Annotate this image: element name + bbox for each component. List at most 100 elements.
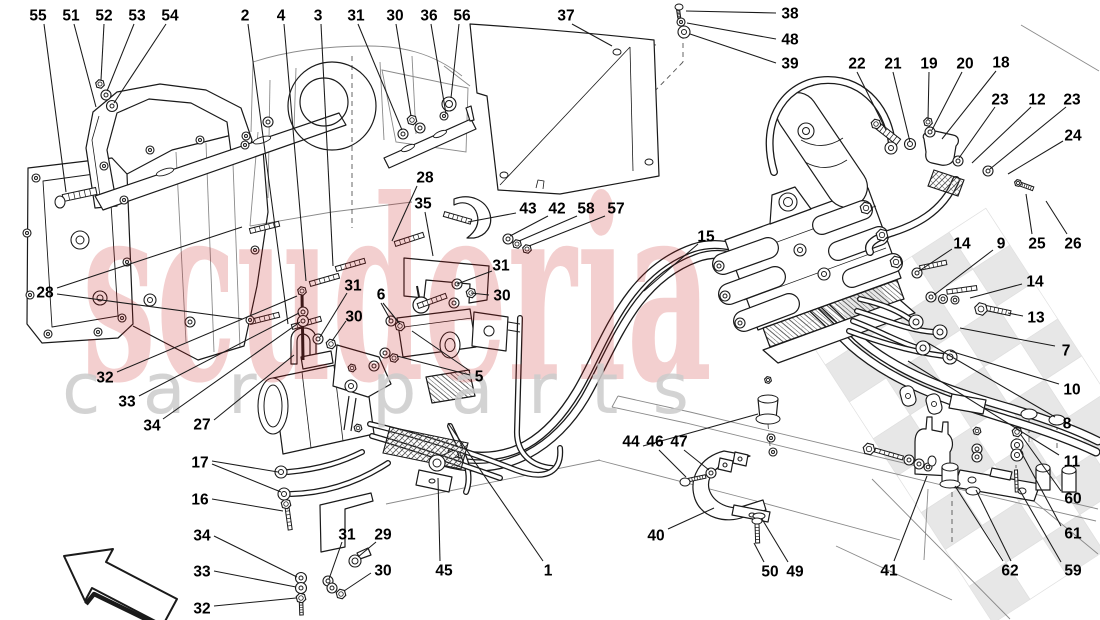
stud-bolt <box>875 122 902 146</box>
washer-icon <box>716 263 722 269</box>
part-label-29: 29 <box>374 527 392 544</box>
stud-threads <box>254 313 275 324</box>
structure-line <box>871 478 1011 620</box>
hose-core <box>286 450 364 474</box>
part-label-36: 36 <box>420 8 438 25</box>
part-label-11: 11 <box>1064 454 1081 471</box>
leader-line <box>918 248 953 272</box>
washer-icon <box>243 143 247 147</box>
part-label-22: 22 <box>848 56 865 73</box>
nut-icon <box>889 255 903 269</box>
leader-line <box>247 23 289 325</box>
stud-threads <box>691 475 704 482</box>
leader-line <box>430 23 447 115</box>
part-outline <box>989 467 1013 481</box>
washer-icon <box>298 585 304 591</box>
watermark-brand-text: scuderia <box>82 144 712 438</box>
washer-icon <box>783 197 793 207</box>
leader-line <box>56 226 243 289</box>
structure-line <box>611 406 1097 522</box>
part-detail <box>1020 408 1038 420</box>
washer-icon <box>679 20 683 24</box>
leader-line <box>113 23 167 104</box>
washer-icon <box>102 164 106 168</box>
hose-outline <box>285 449 365 475</box>
part-label-33: 33 <box>193 564 211 581</box>
stud-bolt <box>416 292 448 309</box>
part-detail <box>679 477 691 487</box>
washer-icon <box>278 469 284 475</box>
washer-icon <box>325 578 331 584</box>
nut-icon <box>389 353 399 363</box>
part-detail <box>1048 414 1066 426</box>
nut-icon <box>406 114 418 126</box>
part-label-51: 51 <box>62 8 80 25</box>
part-label-59: 59 <box>1064 563 1082 580</box>
leader-line <box>211 498 284 512</box>
hose-core <box>515 316 554 470</box>
nut-icon <box>349 365 355 371</box>
part-label-1: 1 <box>544 563 553 580</box>
part-label-32: 32 <box>193 601 210 618</box>
stud-bolt <box>754 523 761 544</box>
leader-line <box>1045 200 1068 235</box>
washer-icon <box>244 134 248 138</box>
washer-icon <box>451 300 457 306</box>
part-label-57: 57 <box>607 201 624 218</box>
leader-line <box>467 212 517 223</box>
nut-icon <box>766 378 770 382</box>
nut-icon <box>297 286 307 296</box>
washer-icon <box>1014 442 1020 448</box>
part-detail <box>941 462 959 472</box>
part-label-52: 52 <box>95 8 112 25</box>
part-detail <box>967 476 977 484</box>
part-label-21: 21 <box>884 56 902 73</box>
part-outline <box>300 350 334 370</box>
nut-icon <box>391 355 397 361</box>
part-label-5: 5 <box>475 369 484 386</box>
part-label-53: 53 <box>128 8 146 25</box>
leader-line <box>856 71 887 131</box>
part-label-24: 24 <box>1064 128 1082 145</box>
part-label-30: 30 <box>345 309 362 326</box>
leader-line <box>1018 488 1062 563</box>
part-outline <box>403 257 490 304</box>
stud-threads <box>447 212 468 223</box>
stud-threads <box>755 526 760 541</box>
nut-icon <box>299 288 305 294</box>
leader-line <box>328 541 343 580</box>
leader-line <box>907 360 1060 456</box>
washer-icon <box>300 309 306 315</box>
washer-icon <box>888 145 894 151</box>
part-detail <box>755 413 781 425</box>
washer-icon <box>248 318 252 322</box>
washer-icon <box>46 332 50 336</box>
structure-line <box>385 459 601 505</box>
part-label-39: 39 <box>781 56 799 73</box>
part-outline <box>425 369 476 404</box>
nut-icon <box>923 117 933 127</box>
washer-icon <box>198 138 202 142</box>
part-label-10: 10 <box>1063 382 1080 399</box>
washer-icon <box>103 92 109 98</box>
leader-line <box>989 106 1067 170</box>
watermark-car-text: c a r <box>62 348 267 430</box>
washer-icon <box>737 320 743 326</box>
leader-line <box>106 23 135 92</box>
nut-icon <box>977 305 985 313</box>
hose-core <box>858 297 913 322</box>
leader-line <box>658 449 687 478</box>
washer-icon <box>914 270 920 276</box>
washer-icon <box>442 114 446 118</box>
part-label-37: 37 <box>557 8 574 25</box>
stud-bolt <box>284 506 293 531</box>
leader-line <box>73 23 97 108</box>
stud-threads <box>314 274 335 286</box>
part-face <box>719 267 785 304</box>
leader-line <box>470 292 490 296</box>
part-detail <box>499 171 509 179</box>
stud-threads <box>676 10 681 17</box>
leader-line <box>211 460 279 473</box>
washer-icon <box>974 446 980 452</box>
